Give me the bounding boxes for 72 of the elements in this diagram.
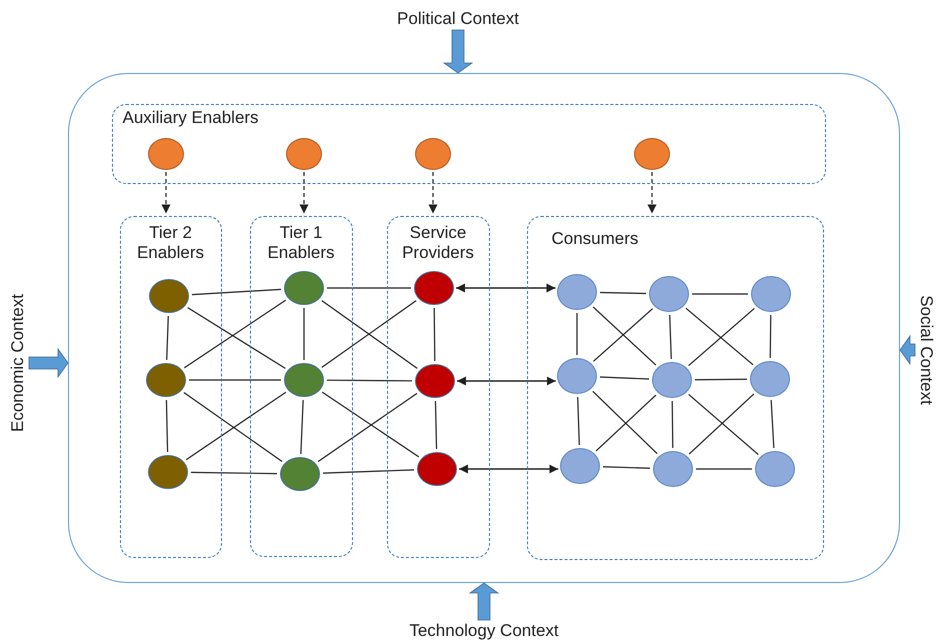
link-line bbox=[576, 313, 578, 355]
network-node-circle bbox=[557, 274, 597, 310]
arrow bbox=[162, 172, 170, 214]
group-region bbox=[526, 216, 824, 560]
group-title: Auxiliary Enablers bbox=[122, 108, 259, 128]
group-title: Tier 1 Enablers bbox=[266, 222, 336, 262]
network-node-circle bbox=[148, 455, 188, 489]
network-node-circle bbox=[750, 361, 790, 397]
network-node-circle bbox=[284, 271, 324, 305]
network-node-circle bbox=[652, 362, 692, 398]
network-node-circle bbox=[280, 457, 320, 491]
block-arrow bbox=[28, 348, 68, 378]
network-node-circle bbox=[284, 363, 324, 397]
arrow bbox=[648, 172, 656, 214]
link-line bbox=[695, 378, 747, 380]
link-line bbox=[189, 379, 281, 381]
link-line bbox=[692, 293, 748, 295]
context-label: Political Context bbox=[378, 8, 538, 30]
network-node-circle bbox=[149, 279, 189, 313]
link-line bbox=[600, 292, 646, 294]
arrow bbox=[428, 172, 438, 214]
ecosystem-frame bbox=[68, 73, 900, 583]
link-line bbox=[192, 288, 282, 296]
block-arrow bbox=[442, 30, 474, 74]
link-line bbox=[669, 314, 672, 360]
context-label: Technology Context bbox=[384, 620, 584, 642]
group-region bbox=[120, 216, 222, 558]
link-line bbox=[600, 376, 650, 380]
network-node-circle bbox=[417, 452, 457, 486]
network-node-circle bbox=[414, 271, 454, 305]
context-label: Economic Context bbox=[7, 283, 29, 443]
network-node-circle bbox=[415, 364, 455, 398]
arrow bbox=[457, 376, 556, 386]
network-node-circle bbox=[634, 138, 670, 170]
arrow bbox=[459, 464, 558, 474]
arrow bbox=[456, 284, 556, 292]
link-line bbox=[190, 472, 278, 474]
network-node-circle bbox=[751, 276, 791, 312]
group-title: Consumers bbox=[552, 228, 638, 248]
group-region bbox=[386, 216, 490, 558]
network-node-circle bbox=[148, 138, 184, 170]
arrow bbox=[300, 172, 308, 214]
link-line bbox=[672, 401, 674, 448]
group-region bbox=[112, 104, 826, 184]
link-line bbox=[602, 466, 650, 469]
network-node-circle bbox=[415, 138, 451, 170]
network-node-circle bbox=[146, 363, 186, 397]
network-node-circle bbox=[653, 451, 693, 487]
network-node-circle bbox=[755, 451, 795, 487]
link-line bbox=[434, 400, 438, 450]
network-node-circle bbox=[557, 358, 597, 394]
link-line bbox=[434, 308, 436, 361]
link-line bbox=[327, 380, 412, 382]
link-line bbox=[303, 308, 305, 360]
group-title: Service Providers bbox=[401, 222, 475, 262]
block-arrow bbox=[900, 334, 916, 366]
group-title: Tier 2 Enablers bbox=[136, 222, 206, 262]
network-node-circle bbox=[286, 138, 322, 170]
link-line bbox=[327, 287, 411, 289]
link-line bbox=[166, 316, 169, 360]
link-line bbox=[696, 468, 752, 470]
context-label: Social Context bbox=[915, 270, 937, 430]
block-arrow bbox=[468, 582, 500, 620]
link-line bbox=[770, 400, 774, 448]
group-region bbox=[250, 216, 352, 556]
link-line bbox=[577, 396, 580, 446]
link-line bbox=[770, 315, 772, 358]
link-line bbox=[300, 400, 304, 454]
link-line bbox=[322, 469, 414, 474]
network-node-circle bbox=[560, 448, 600, 484]
network-node-circle bbox=[649, 276, 689, 312]
link-line bbox=[166, 400, 168, 452]
